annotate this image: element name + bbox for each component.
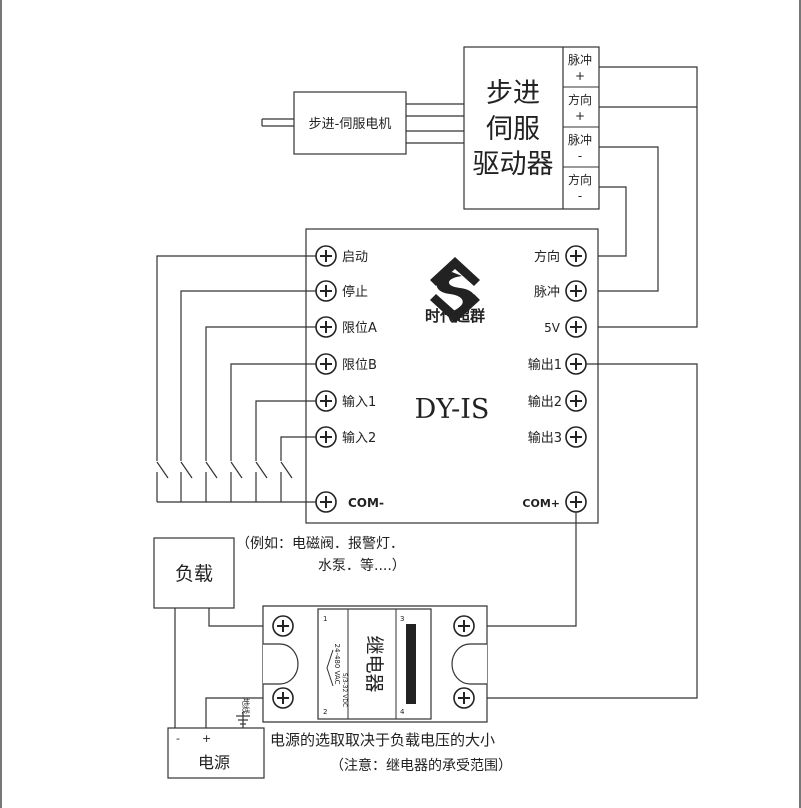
- terminal-input-2: 输入2: [342, 430, 376, 446]
- relay-pin-1: 1: [323, 615, 327, 623]
- driver-terminal-2-name: 方向: [568, 92, 592, 107]
- note-line-2: （注意：继电器的承受范围）: [330, 757, 512, 774]
- controller-model: DY-IS: [415, 394, 490, 425]
- driver-title-line-3: 驱动器: [473, 149, 554, 180]
- driver-terminal-4-name: 方向: [568, 172, 592, 187]
- power-plus: +: [202, 732, 211, 745]
- input-switches: [156, 255, 316, 503]
- driver-title-line-2: 伺服: [486, 114, 540, 145]
- motor-label: 步进-伺服电机: [309, 117, 392, 132]
- relay-pin-3: 3: [400, 615, 404, 623]
- terminal-input-1: 输入1: [342, 394, 376, 410]
- load-power-wires: [174, 608, 272, 728]
- controller: 时代超群 DY-IS 启动 停止 限位A 限位B 输入1 输入2 COM- 方向…: [305, 228, 599, 524]
- driver-terminal-3-name: 脉冲: [568, 132, 592, 147]
- driver-terminal-3-sign: -: [578, 149, 582, 163]
- terminal-com-plus: COM+: [522, 497, 560, 510]
- terminal-output-1: 输出1: [528, 357, 562, 373]
- terminal-start: 启动: [342, 250, 368, 265]
- terminal-output-3: 输出3: [528, 430, 562, 446]
- relay-pin-2: 2: [323, 708, 327, 716]
- ground-label: 地线: [241, 698, 251, 714]
- note-line-1: 电源的选取取决于负载电压的大小: [270, 731, 495, 749]
- relay-label: 继电器: [363, 635, 385, 692]
- load-examples-line-2: 水泵．等....）: [318, 557, 406, 574]
- relay-pin-4: 4: [400, 708, 405, 716]
- power-label: 电源: [198, 753, 230, 772]
- load: 负载 （例如：电磁阀．报警灯． 水泵．等....）: [153, 536, 406, 609]
- terminal-limit-a: 限位A: [342, 321, 377, 336]
- company-logo: 时代超群: [425, 257, 485, 325]
- power-minus: -: [176, 732, 180, 745]
- driver-terminal-2-sign: +: [575, 109, 585, 123]
- relay-spec-left: 24-480 VAC: [333, 644, 341, 685]
- page-edge-left: [0, 0, 2, 808]
- output-wires: [464, 363, 698, 699]
- terminal-com-minus: COM-: [348, 496, 384, 510]
- terminal-limit-b: 限位B: [342, 358, 377, 373]
- motor: 步进-伺服电机: [261, 91, 464, 155]
- driver-title-line-1: 步进: [486, 78, 540, 109]
- logo-text: 时代超群: [425, 307, 485, 325]
- terminal-pulse: 脉冲: [534, 285, 560, 300]
- terminal-direction: 方向: [534, 249, 560, 265]
- relay: 继电器 24-480 VAC 5/3-32 VDC 1 2 3 4: [262, 605, 488, 723]
- terminal-stop: 停止: [342, 284, 368, 300]
- driver-terminal-1-name: 脉冲: [568, 52, 592, 67]
- load-examples-line-1: （例如：电磁阀．报警灯．: [236, 536, 404, 552]
- driver-controller-wires: [588, 66, 698, 328]
- driver-terminal-4-sign: -: [578, 189, 582, 203]
- driver-terminal-1-sign: +: [575, 69, 585, 83]
- terminal-output-2: 输出2: [528, 394, 562, 410]
- power-supply: - + 电源 地线: [167, 698, 265, 779]
- load-label: 负载: [175, 563, 213, 585]
- relay-spec-right: 5/3-32 VDC: [341, 673, 348, 707]
- page-edge-right: [799, 0, 801, 808]
- terminal-5v: 5V: [544, 321, 561, 335]
- driver: 步进 伺服 驱动器 脉冲 + 方向 + 脉冲 - 方向 -: [463, 46, 600, 210]
